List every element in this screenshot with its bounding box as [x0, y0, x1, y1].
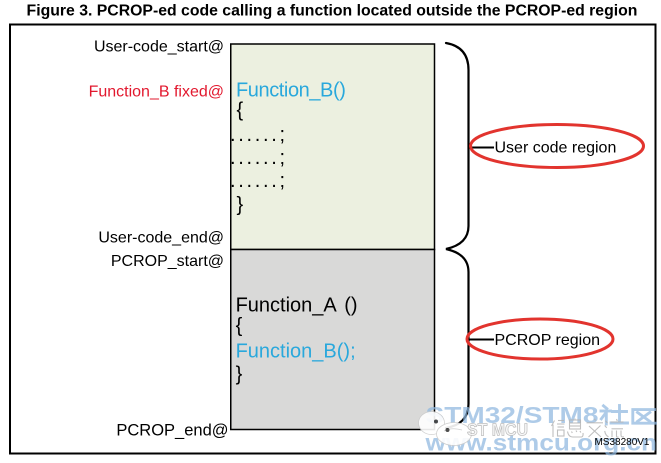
- svg-text:User code region: User code region: [495, 140, 617, 157]
- svg-text:PCROP_end@: PCROP_end@: [116, 422, 228, 440]
- svg-text:Function_B(): Function_B(): [236, 80, 345, 102]
- svg-text:......;: ......;: [230, 124, 288, 146]
- svg-text:Figure 3. PCROP-ed code callin: Figure 3. PCROP-ed code calling a functi…: [27, 3, 638, 20]
- svg-text:}: }: [237, 194, 244, 216]
- svg-text:Function_B fixed@: Function_B fixed@: [89, 84, 224, 101]
- svg-text:PCROP_start@: PCROP_start@: [111, 253, 224, 270]
- svg-text:{: {: [236, 315, 243, 337]
- svg-text:PCROP region: PCROP region: [495, 332, 601, 349]
- svg-text:ST MCU: ST MCU: [467, 420, 528, 440]
- svg-text:......;: ......;: [230, 170, 288, 192]
- svg-text:User-code_end@: User-code_end@: [98, 230, 224, 247]
- svg-text:Function_B();: Function_B();: [236, 340, 356, 362]
- svg-text:Function_A(): Function_A(): [236, 295, 358, 317]
- svg-text:User-code_start@: User-code_start@: [94, 39, 224, 56]
- svg-text:}: }: [236, 363, 243, 385]
- svg-text:MS38280V1: MS38280V1: [594, 437, 649, 448]
- svg-text:{: {: [237, 100, 244, 122]
- svg-text:......;: ......;: [230, 147, 288, 169]
